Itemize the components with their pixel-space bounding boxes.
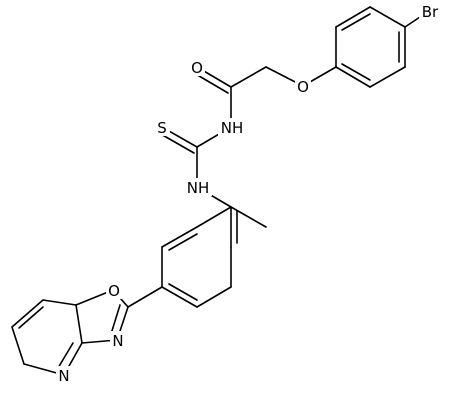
atom-o-oxazole: O [106, 281, 122, 300]
atom-s-thione-label: S [157, 119, 167, 137]
atom-nh-aryl-background [184, 178, 212, 196]
bond [230, 66, 267, 88]
bond [335, 6, 371, 28]
bond [196, 286, 232, 308]
atom-br: Br [419, 2, 441, 22]
bond [11, 326, 25, 365]
bond [18, 306, 44, 329]
bond [341, 63, 371, 81]
bond [57, 342, 74, 369]
atom-n-oxazole-label: N [112, 332, 123, 350]
atom-o-carbonyl-label: O [191, 59, 203, 77]
bond [161, 226, 198, 248]
atom-n-oxazole-background [110, 331, 126, 349]
bond [75, 304, 83, 344]
bond [168, 233, 198, 251]
atom-o-oxazole-label: O [108, 282, 120, 300]
bond [161, 286, 198, 308]
atom-nh-aryl: NH [184, 178, 212, 197]
bond [193, 72, 229, 94]
atom-nh-aryl-label: NH [187, 179, 210, 197]
atom-o-carbonyl-background [189, 58, 205, 76]
bond [158, 132, 195, 154]
atom-n-pyridine: N [56, 366, 72, 385]
bond [335, 66, 371, 88]
atom-br-background [419, 2, 441, 22]
bond [369, 66, 406, 88]
bond [404, 16, 421, 28]
bond [168, 283, 198, 301]
atom-br-label: Br [422, 3, 439, 21]
atom-s-thione: S [154, 118, 170, 137]
atom-nh-amide: NH [218, 118, 246, 137]
atom-o-ether-background [295, 77, 311, 95]
bond-lines [11, 6, 421, 376]
atom-n-pyridine-background [56, 366, 72, 384]
bond [196, 206, 232, 228]
atom-o-oxazole-background [106, 281, 122, 299]
atom-nh-amide-label: NH [221, 119, 244, 137]
atom-o-ether-label: O [297, 78, 309, 96]
atom-o-ether: O [295, 77, 311, 96]
bond [42, 299, 77, 306]
atom-labels: Br O O NH S NH O N [56, 2, 441, 385]
atom-o-carbonyl: O [189, 58, 205, 77]
bond [11, 299, 44, 328]
atom-s-thione-background [154, 118, 170, 136]
bond [341, 13, 371, 31]
bond [110, 304, 121, 335]
atom-n-pyridine-label: N [58, 367, 69, 385]
bond [369, 6, 406, 28]
atom-n-oxazole: N [110, 331, 126, 350]
bond [127, 286, 163, 308]
atom-nh-amide-background [218, 118, 246, 136]
